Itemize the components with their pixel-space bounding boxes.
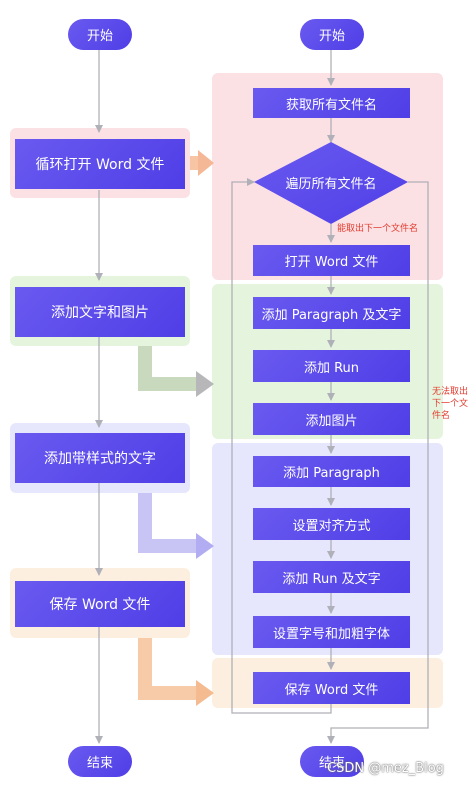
loop-decision-label: 遍历所有文件名 — [285, 176, 377, 192]
yes-branch-note: 能取出下一个文件名 — [337, 224, 419, 234]
left-step-save-word: 保存 Word 文件 — [15, 581, 185, 627]
no-branch-note-line: 无法取出 — [432, 387, 469, 397]
step-add-image: 添加图片 — [253, 403, 410, 435]
step-add-paragraph: 添加 Paragraph — [253, 456, 410, 487]
left-step-add-styled-text: 添加带样式的文字 — [15, 433, 185, 483]
left-end-terminal: 结束 — [68, 746, 132, 777]
no-branch-note-line: 件名 — [432, 411, 451, 421]
right-flow-lines — [231, 50, 429, 744]
watermark: CSDN @mez_Blog — [327, 761, 444, 776]
right-end-terminal: 结束 — [300, 746, 364, 777]
step-save-word: 保存 Word 文件 — [253, 672, 410, 704]
step-add-run: 添加 Run — [253, 350, 410, 382]
right-start-terminal: 开始 — [300, 19, 364, 50]
no-branch-note: 无法取出 下一个文 件名 — [432, 386, 468, 422]
step-set-font: 设置字号和加粗字体 — [253, 616, 410, 648]
left-start-terminal: 开始 — [68, 19, 132, 50]
no-branch-note-line: 下一个文 — [432, 399, 469, 409]
left-step-open-word-loop: 循环打开 Word 文件 — [15, 139, 185, 189]
left-step-add-text-image: 添加文字和图片 — [15, 287, 185, 337]
step-set-alignment: 设置对齐方式 — [253, 508, 410, 540]
step-add-paragraph-text: 添加 Paragraph 及文字 — [253, 297, 410, 329]
loop-decision-diamond — [254, 142, 408, 224]
step-open-word: 打开 Word 文件 — [253, 245, 410, 276]
step-get-filenames: 获取所有文件名 — [253, 88, 410, 118]
group-transfer-arrows — [138, 150, 214, 706]
step-add-run-text: 添加 Run 及文字 — [253, 561, 410, 593]
